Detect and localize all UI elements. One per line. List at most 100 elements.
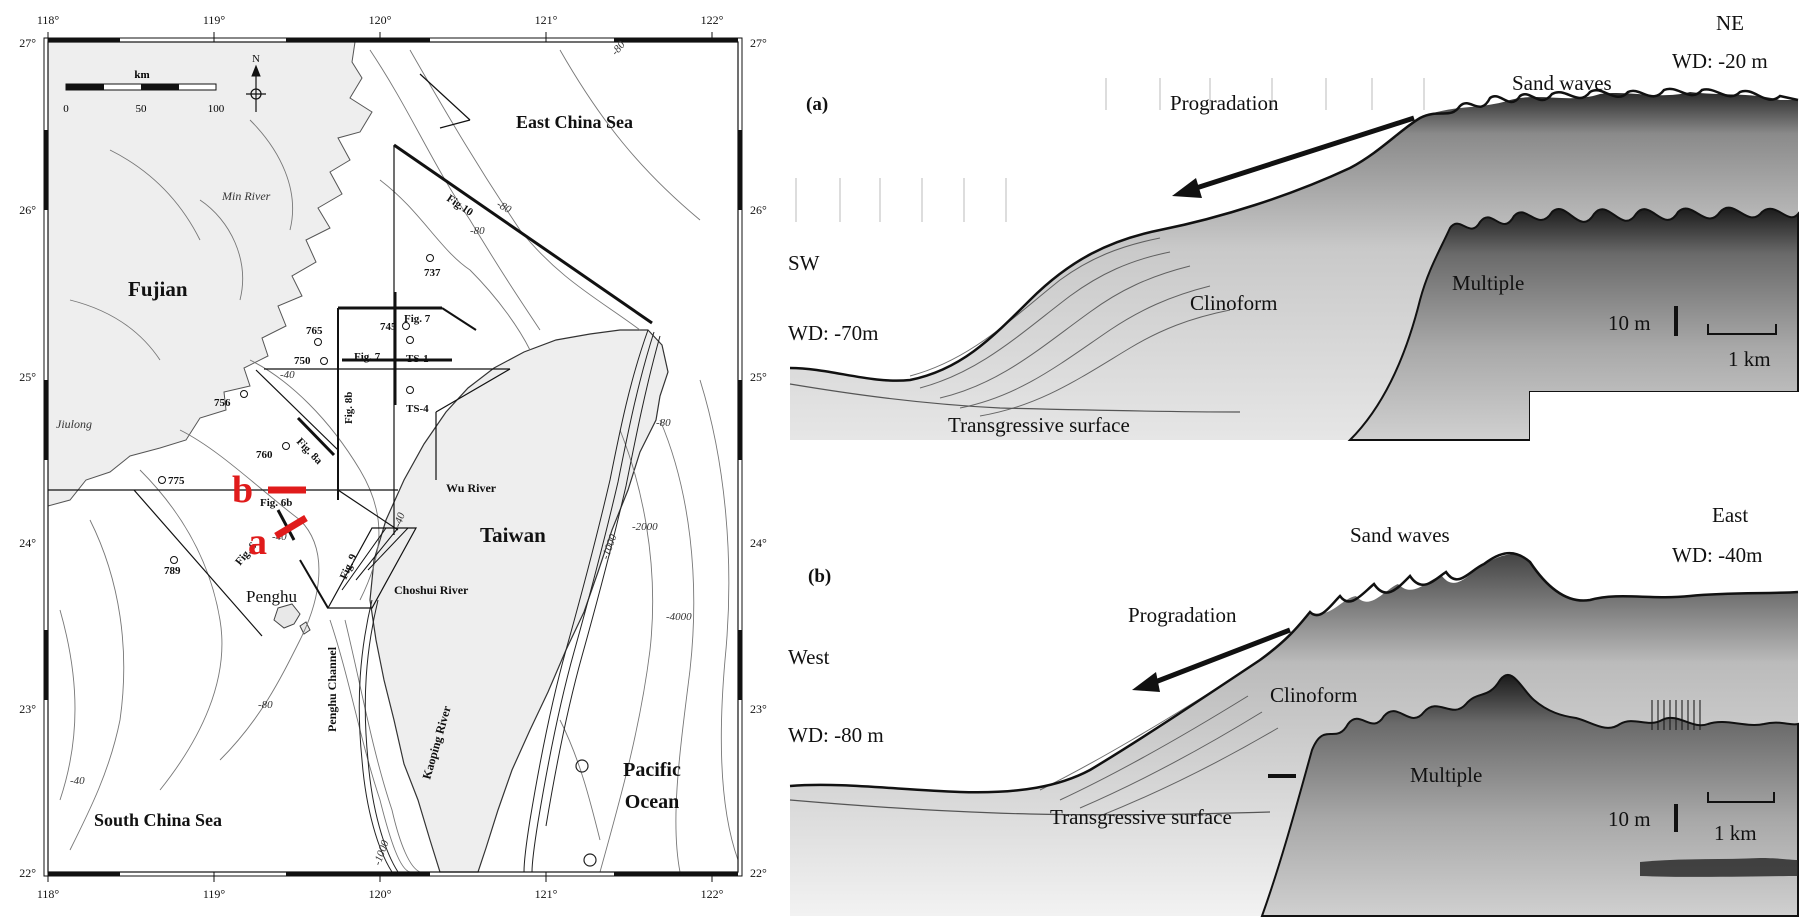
region-labels: Fujian Taiwan East China Sea South China… <box>94 112 681 830</box>
bathymetry-contours <box>59 49 739 873</box>
label-transgressive: Transgressive surface <box>1050 805 1232 829</box>
depth-label: -80 <box>470 225 485 237</box>
lon-label: 122° <box>701 887 724 901</box>
label-min-river: Min River <box>221 189 271 203</box>
panel-label-b: (b) <box>808 566 831 587</box>
lat-label: 24° <box>19 536 36 550</box>
station-label: 765 <box>306 325 323 337</box>
scale-bar-tick: 50 <box>136 103 148 115</box>
lon-labels-top: 118° 119° 120° 121° 122° <box>37 13 724 27</box>
seamount <box>583 853 597 867</box>
lon-label: 120° <box>369 887 392 901</box>
fig-label: Fig. 7 <box>404 313 431 325</box>
lat-label: 22° <box>750 866 767 880</box>
lat-label: 23° <box>19 702 36 716</box>
lat-label: 24° <box>750 536 767 550</box>
station-marker <box>320 357 328 365</box>
station-marker <box>406 386 414 394</box>
lon-label: 121° <box>535 887 558 901</box>
lat-label: 22° <box>19 866 36 880</box>
end-label-west: West <box>788 645 830 669</box>
depth-label-west: WD: -80 m <box>788 723 884 747</box>
taiwan-land <box>369 329 669 873</box>
station-marker <box>426 254 434 262</box>
station-marker <box>402 322 410 330</box>
multiple-deep-band <box>1640 858 1798 877</box>
scale-bar-tick: 0 <box>63 103 69 115</box>
label-south-china-sea: South China Sea <box>94 810 222 830</box>
label-wu-river: Wu River <box>446 481 497 495</box>
horizontal-scale-label: 1 km <box>1714 821 1757 845</box>
label-penghu-channel: Penghu Channel <box>325 646 339 732</box>
lon-labels-bottom: 118° 119° 120° 121° 122° <box>37 887 724 901</box>
depth-label: -40 <box>70 775 85 787</box>
end-label-sw: SW <box>788 251 820 275</box>
depth-label-ne: WD: -20 m <box>1672 49 1768 73</box>
depth-label: -2000 <box>632 521 658 533</box>
label-penghu: Penghu <box>246 587 298 606</box>
station-marker <box>240 390 248 398</box>
station-marker <box>170 556 178 564</box>
red-site-markers: b a <box>232 469 308 563</box>
label-fujian: Fujian <box>128 277 188 301</box>
lat-label: 23° <box>750 702 767 716</box>
north-label: N <box>252 53 260 65</box>
lon-label: 120° <box>369 13 392 27</box>
label-clinoform: Clinoform <box>1190 291 1278 315</box>
lon-label: 118° <box>37 887 60 901</box>
label-clinoform: Clinoform <box>1270 683 1358 707</box>
seafloor-reflector <box>789 87 1799 382</box>
lon-label: 119° <box>203 887 226 901</box>
depth-label: -80 <box>656 417 671 429</box>
lon-tick-marks <box>47 32 713 882</box>
station-label: 750 <box>294 355 311 367</box>
label-ocean: Ocean <box>625 791 679 813</box>
label-choshui-river: Choshui River <box>394 583 469 597</box>
profile-b-labels: (b) West WD: -80 m East WD: -40m Prograd… <box>788 503 1762 845</box>
station-label: 760 <box>256 449 273 461</box>
horizontal-scale-bar <box>1707 792 1775 803</box>
fig-label: Fig. 7 <box>354 351 381 363</box>
label-progradation: Progradation <box>1128 603 1237 627</box>
station-marker <box>314 338 322 346</box>
trace-ticks <box>795 78 1425 222</box>
horizontal-scale-label: 1 km <box>1728 347 1771 371</box>
station-marker <box>282 442 290 450</box>
profile-a-labels: (a) SW WD: -70m NE WD: -20 m Progradatio… <box>788 11 1771 437</box>
fig-label: Fig. 6b <box>260 497 292 509</box>
label-jiulong: Jiulong <box>56 417 92 431</box>
station-label: 775 <box>168 475 185 487</box>
lat-label: 27° <box>750 36 767 50</box>
frame-graduation <box>44 38 742 876</box>
lat-labels-left: 27° 26° 25° 24° 23° 22° <box>19 36 36 880</box>
label-east-china-sea: East China Sea <box>516 112 633 132</box>
label-transgressive: Transgressive surface <box>948 413 1130 437</box>
white-notch <box>1530 392 1800 446</box>
lat-label: 26° <box>19 203 36 217</box>
panel-label-a: (a) <box>806 94 828 115</box>
depth-label: -40 <box>392 511 408 529</box>
marker-line-a <box>274 514 308 540</box>
progradation-arrow <box>1132 627 1291 692</box>
lat-label: 27° <box>19 36 36 50</box>
seamount <box>575 759 589 773</box>
transgressive-reflector <box>789 383 1241 413</box>
map-scale-bar: km 0 50 100 <box>63 69 225 115</box>
scale-bar-title: km <box>134 69 149 81</box>
seafloor-reflector <box>789 552 1799 794</box>
station-label: 789 <box>164 565 181 577</box>
seismic-profile-b: (b) West WD: -80 m East WD: -40m Prograd… <box>788 503 1799 917</box>
label-multiple: Multiple <box>1410 763 1482 787</box>
label-progradation: Progradation <box>1170 91 1279 115</box>
noise-block <box>1268 700 1701 778</box>
station-label: 756 <box>214 397 231 409</box>
label-sand-waves: Sand waves <box>1512 71 1612 95</box>
label-multiple: Multiple <box>1452 271 1524 295</box>
lon-label: 119° <box>203 13 226 27</box>
station-label: TS-4 <box>406 403 429 415</box>
seismic-profile-a: (a) SW WD: -70m NE WD: -20 m Progradatio… <box>788 11 1800 446</box>
station-label: TS-1 <box>406 353 429 365</box>
multiple-reflector <box>1347 206 1799 441</box>
end-label-ne: NE <box>1716 11 1744 35</box>
